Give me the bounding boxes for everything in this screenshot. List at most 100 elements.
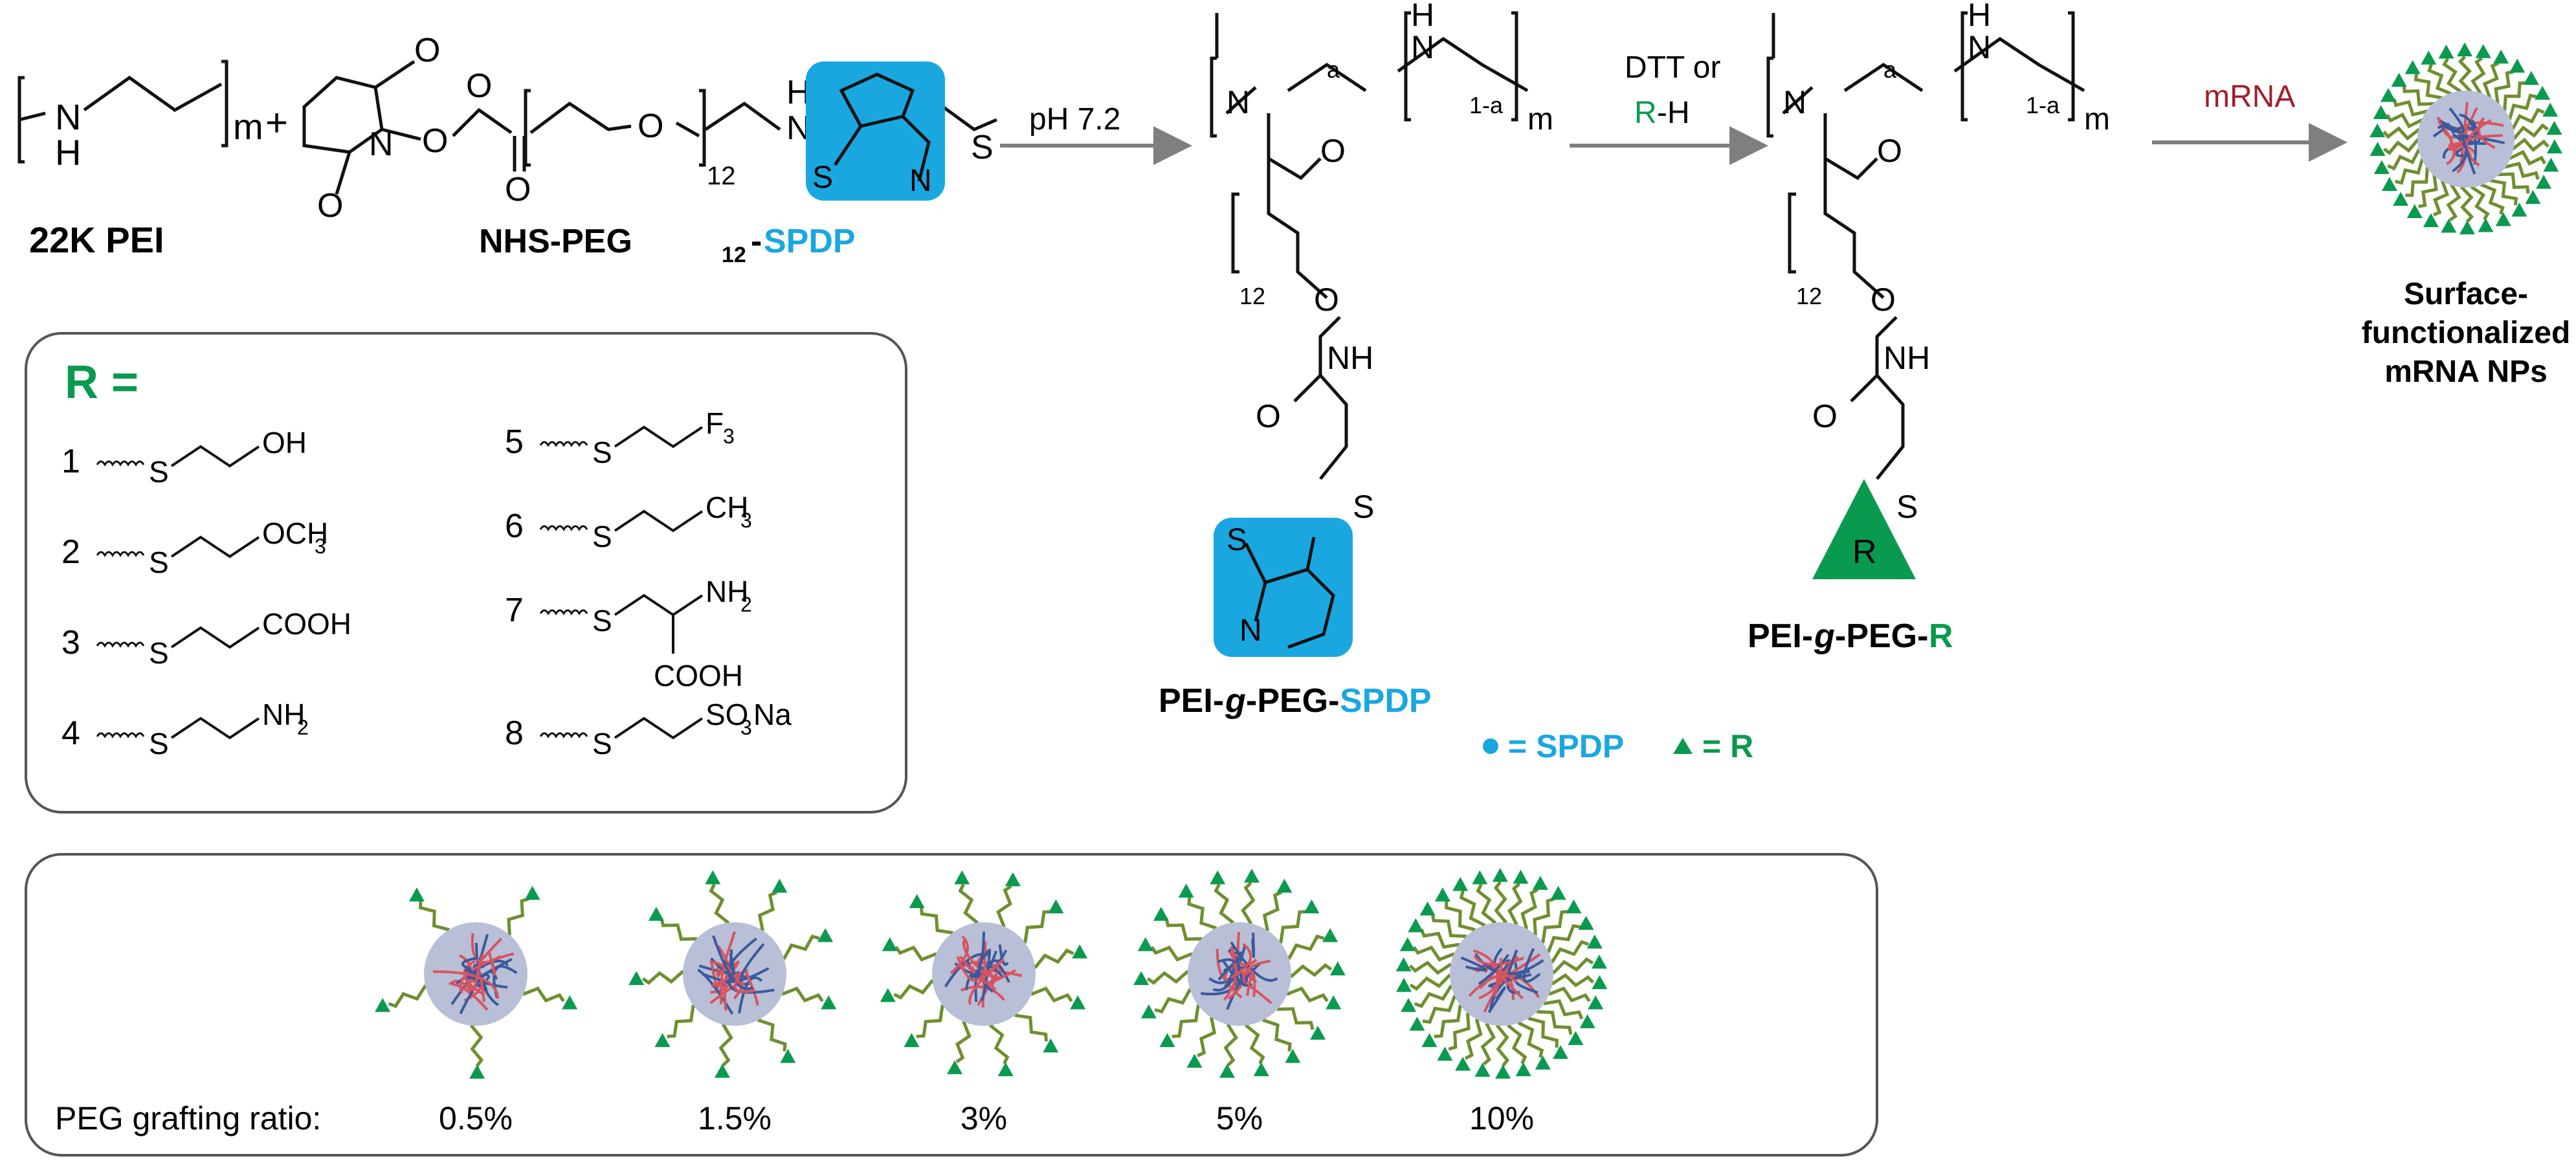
peg-arm — [1544, 986, 1591, 1002]
p2-n-secondary: N — [1968, 29, 1991, 65]
grafting-ratio-labels: 0.5%1.5%3%5%10% — [439, 1100, 1534, 1136]
r-item-end-group: OCH — [262, 516, 328, 550]
p2-s-atom: S — [1896, 489, 1918, 525]
r-group-tip — [1159, 1033, 1175, 1047]
p2-nh: NH — [1883, 340, 1930, 376]
peg-arm — [709, 883, 730, 929]
peg-arm — [502, 897, 529, 938]
np-strand — [474, 953, 484, 988]
np-strand — [739, 943, 765, 986]
r-group-tip — [1586, 934, 1603, 949]
peg-arm — [2405, 167, 2434, 197]
r-group-tip — [1276, 878, 1293, 893]
r-group-tip — [1070, 995, 1086, 1010]
np-strand — [1246, 971, 1255, 996]
r-item-subscript: 3 — [315, 535, 326, 558]
peg-o-atom: O — [638, 107, 663, 145]
p2-h-secondary: H — [1968, 0, 1991, 33]
r-group-tip — [1326, 995, 1342, 1010]
r-group-tip — [562, 995, 578, 1010]
peg-arm — [1527, 1011, 1559, 1048]
peg-arm — [2458, 55, 2472, 97]
nhs-n-atom: N — [369, 126, 394, 163]
peg-arm — [1262, 1013, 1292, 1052]
peg-arm — [1150, 946, 1197, 962]
r-item-chain — [614, 593, 704, 617]
r-item-s-atom: S — [149, 727, 169, 760]
peg-arm — [2382, 138, 2424, 155]
r-group-tip — [1579, 1014, 1595, 1028]
r-group-tip — [2459, 220, 2475, 235]
np-strand — [1460, 956, 1487, 972]
r-item-chain — [614, 509, 704, 533]
r-group-tip — [1591, 954, 1607, 969]
r-group-tip — [1492, 868, 1508, 882]
r-group-tip — [947, 1060, 963, 1074]
r-group-tip — [1592, 975, 1608, 990]
np-label-line3: mRNA NPs — [2384, 355, 2548, 389]
r-group-tip — [1588, 995, 1604, 1010]
p2-carbonyl-o: O — [1877, 133, 1902, 169]
peg-arm — [1154, 988, 1197, 1014]
r-group-tip — [2511, 203, 2527, 217]
np-strand — [980, 951, 992, 1002]
wavy-bond — [96, 641, 145, 648]
r-group-tip — [1322, 928, 1338, 942]
r-group-tip — [1566, 899, 1582, 914]
p2-peg-o: O — [1871, 282, 1896, 318]
peg-arm — [2394, 158, 2429, 185]
r-group-tip — [1137, 937, 1153, 951]
peg-arm — [2470, 181, 2490, 221]
spdp-n-product: N — [1239, 614, 1262, 648]
peg-arm — [1274, 1001, 1315, 1030]
product1-structure — [1210, 11, 1529, 480]
r-group-tip — [2391, 72, 2407, 87]
peg-arm — [1285, 963, 1333, 979]
spdp-box-product — [1214, 518, 1353, 657]
r-group-tip — [954, 870, 970, 885]
r-group-tip — [2495, 212, 2511, 227]
peg-arm — [1434, 1004, 1468, 1038]
r-group-tip — [2404, 60, 2421, 74]
r-group-tip — [469, 1064, 485, 1079]
r-group-tip — [375, 998, 391, 1012]
r-group-tip — [2423, 213, 2439, 227]
r-group-tip — [1178, 883, 1194, 898]
r-group-tip — [2393, 192, 2409, 206]
r-item-s-atom: S — [592, 727, 612, 760]
r-group-tip — [2478, 218, 2494, 232]
np-strand — [1230, 943, 1252, 979]
peg-arm — [2503, 93, 2538, 120]
r-group-tip — [654, 1033, 671, 1047]
r-group-tip — [2535, 85, 2551, 100]
peg-arm — [1495, 1019, 1510, 1067]
peg-arm — [1197, 1013, 1219, 1058]
np-strand — [971, 931, 985, 979]
r-item-end-group: OH — [262, 426, 307, 460]
r-group-tip — [1304, 899, 1320, 914]
r-group-tip — [2457, 42, 2473, 57]
np-strand — [1234, 955, 1243, 985]
wavy-bond — [539, 732, 588, 738]
np-strand — [710, 961, 720, 989]
r-group-tip — [628, 971, 645, 986]
np-strand — [433, 970, 500, 999]
np-label-line1: Surface- — [2404, 277, 2528, 311]
linker-label-sub: 12 — [722, 243, 746, 267]
r-group-tip — [2373, 105, 2389, 119]
p1-label-g: g — [1225, 682, 1246, 720]
np-strand — [2455, 148, 2463, 157]
nhs-o-top: O — [414, 32, 440, 69]
r-group-tip — [997, 1062, 1014, 1076]
r-item-s-atom: S — [592, 604, 612, 637]
np-strand — [1478, 953, 1509, 986]
r-group-tip — [2373, 160, 2390, 174]
peg-arm — [893, 979, 939, 1000]
np-strand — [1488, 973, 1532, 988]
peg-arm — [2392, 98, 2430, 118]
r-item-end-group: COOH — [262, 607, 351, 641]
r-item-end-group: NH — [262, 698, 305, 731]
peg-arm — [1028, 948, 1074, 969]
linker-s-atom: S — [971, 129, 994, 166]
